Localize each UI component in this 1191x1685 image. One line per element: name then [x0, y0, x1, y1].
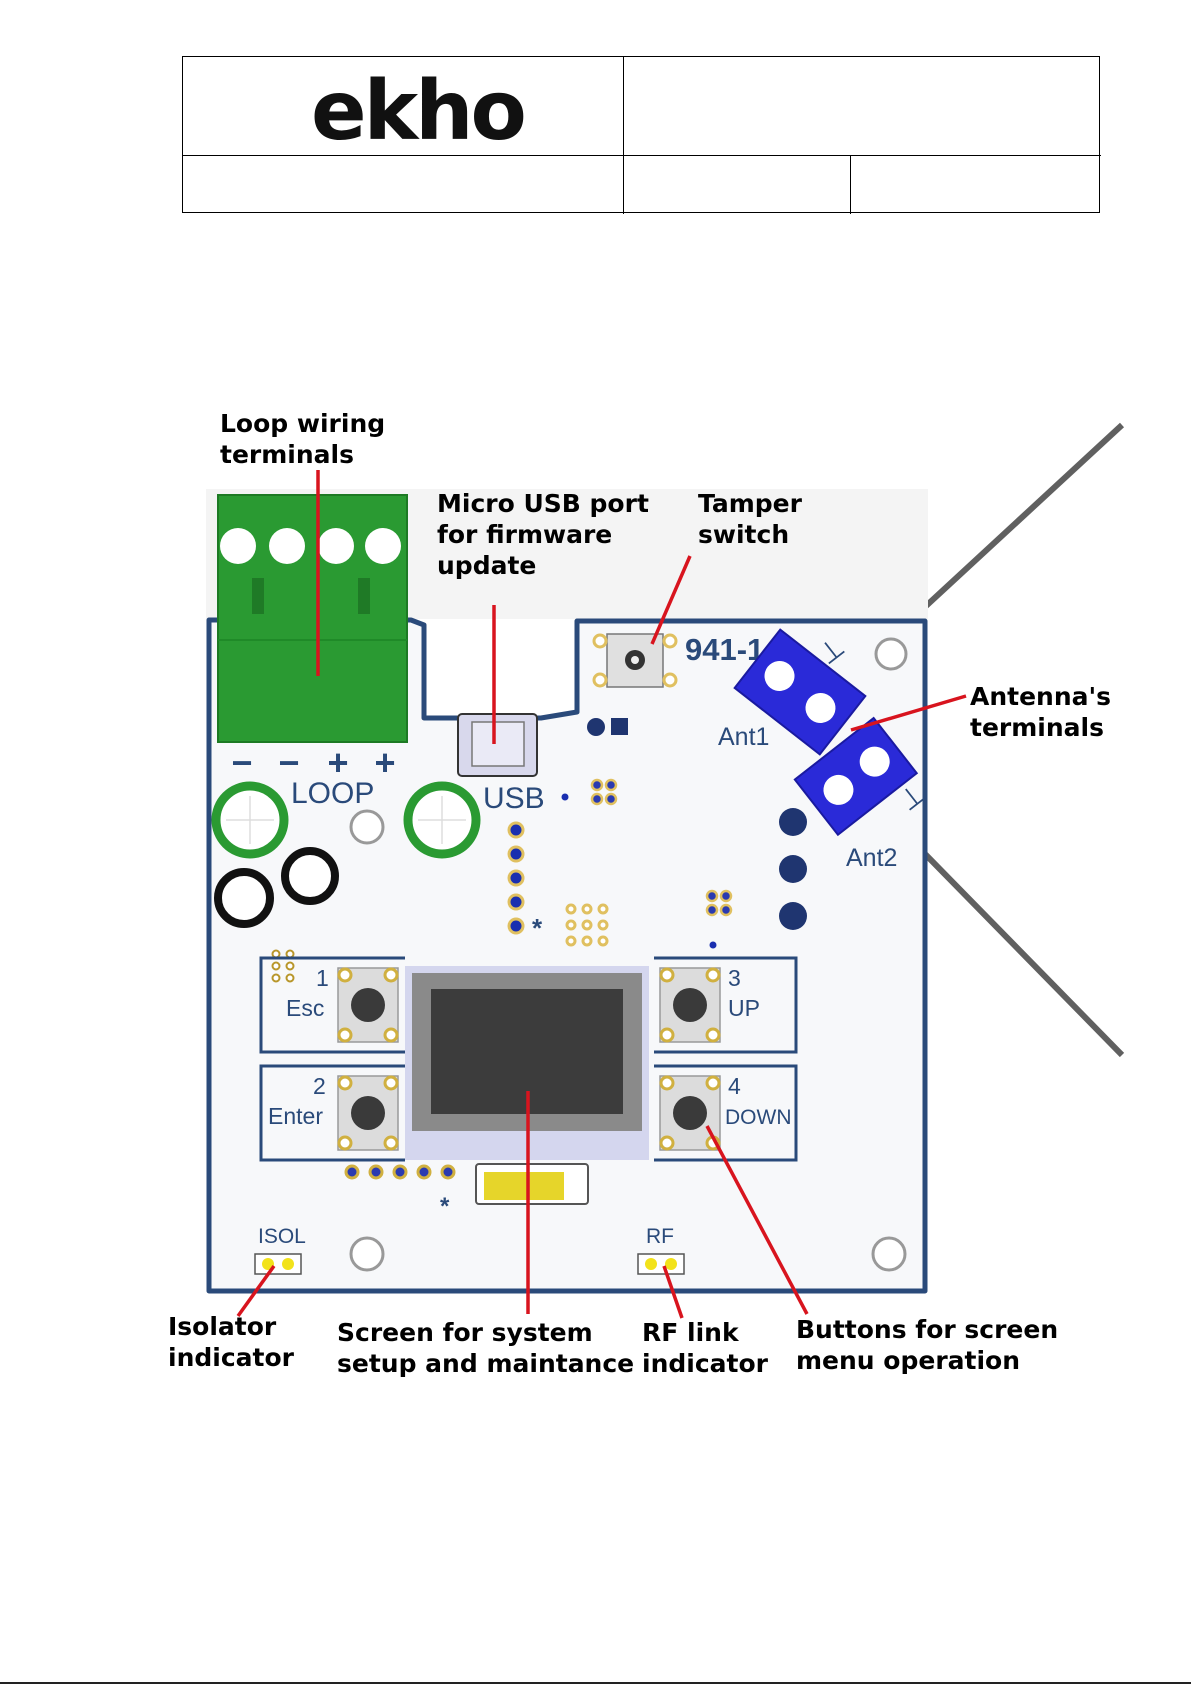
- tamper-switch-pad-4: [664, 674, 676, 686]
- pad-dark-2: [779, 855, 807, 883]
- isol-led: [255, 1254, 301, 1274]
- loop-screw-4: [365, 528, 401, 564]
- rf-led-2: [665, 1258, 677, 1270]
- loop-terminal-slot-2: [358, 578, 370, 614]
- via-small: [710, 942, 717, 949]
- mounting-hole-3: [351, 1238, 383, 1270]
- mounting-hole-1: [351, 811, 383, 843]
- button-up-number: 3: [728, 965, 741, 991]
- led-pad-square: [611, 718, 628, 735]
- tamper-switch-pad-2: [664, 635, 676, 647]
- mounting-hole-2: [876, 639, 906, 669]
- callout-rf-link: RF link indicator: [642, 1317, 768, 1379]
- button-esc-number: 1: [316, 965, 329, 991]
- tamper-switch-pad-3: [594, 674, 606, 686]
- via-2: [509, 847, 523, 861]
- callout-tamper-switch: Tamper switch: [698, 488, 802, 550]
- callout-loop-terminals: Loop wiring terminals: [220, 408, 385, 470]
- pad-grid-1: [567, 905, 607, 945]
- via-5: [509, 919, 523, 933]
- loop-screw-1: [220, 528, 256, 564]
- button-enter-label: Enter: [268, 1103, 323, 1129]
- rf-led-1: [645, 1258, 657, 1270]
- loop-terminal-slot-1: [252, 578, 264, 614]
- usb-label: USB: [483, 782, 545, 815]
- button-down-number: 4: [728, 1073, 741, 1099]
- inductor-2: [218, 872, 270, 924]
- loop-polarity-1: −: [231, 742, 252, 783]
- button-esc-label: Esc: [286, 995, 324, 1021]
- loop-label: LOOP: [291, 777, 374, 810]
- via-3: [509, 871, 523, 885]
- callout-isolator-indicator: Isolator indicator: [168, 1311, 294, 1373]
- tamper-switch-plunger-center: [631, 656, 639, 664]
- loop-screw-2: [269, 528, 305, 564]
- via-dot: [562, 794, 569, 801]
- callout-micro-usb: Micro USB port for firmware update: [437, 488, 649, 581]
- led-pad-round: [587, 718, 605, 736]
- pad-dark-3: [779, 902, 807, 930]
- loop-polarity-4: +: [374, 742, 395, 783]
- display-flex-cable: [484, 1172, 564, 1200]
- usb-connector-inner: [472, 722, 524, 766]
- callout-screen: Screen for system setup and maintance: [337, 1317, 634, 1379]
- button-down-label: DOWN: [725, 1106, 792, 1129]
- rf-label: RF: [646, 1225, 674, 1248]
- isol-label: ISOL: [258, 1225, 306, 1248]
- via-1: [509, 823, 523, 837]
- inductor-1: [285, 851, 335, 901]
- callout-buttons: Buttons for screen menu operation: [796, 1314, 1058, 1376]
- asterisk-2: *: [440, 1193, 450, 1220]
- loop-screw-3: [318, 528, 354, 564]
- isol-led-2: [282, 1258, 294, 1270]
- ant1-label: Ant1: [718, 723, 769, 751]
- tamper-switch-pad-1: [594, 635, 606, 647]
- ant2-label: Ant2: [846, 844, 897, 872]
- footer-line: [0, 1682, 1191, 1684]
- pad-dark-1: [779, 808, 807, 836]
- button-enter-number: 2: [313, 1073, 326, 1099]
- model-number: 941-1: [685, 632, 764, 667]
- mounting-hole-4: [873, 1238, 905, 1270]
- rf-led: [638, 1254, 684, 1274]
- button-up-label: UP: [728, 995, 760, 1021]
- via-4: [509, 895, 523, 909]
- asterisk-1: *: [532, 913, 543, 943]
- callout-antenna-terminals: Antenna's terminals: [970, 681, 1111, 743]
